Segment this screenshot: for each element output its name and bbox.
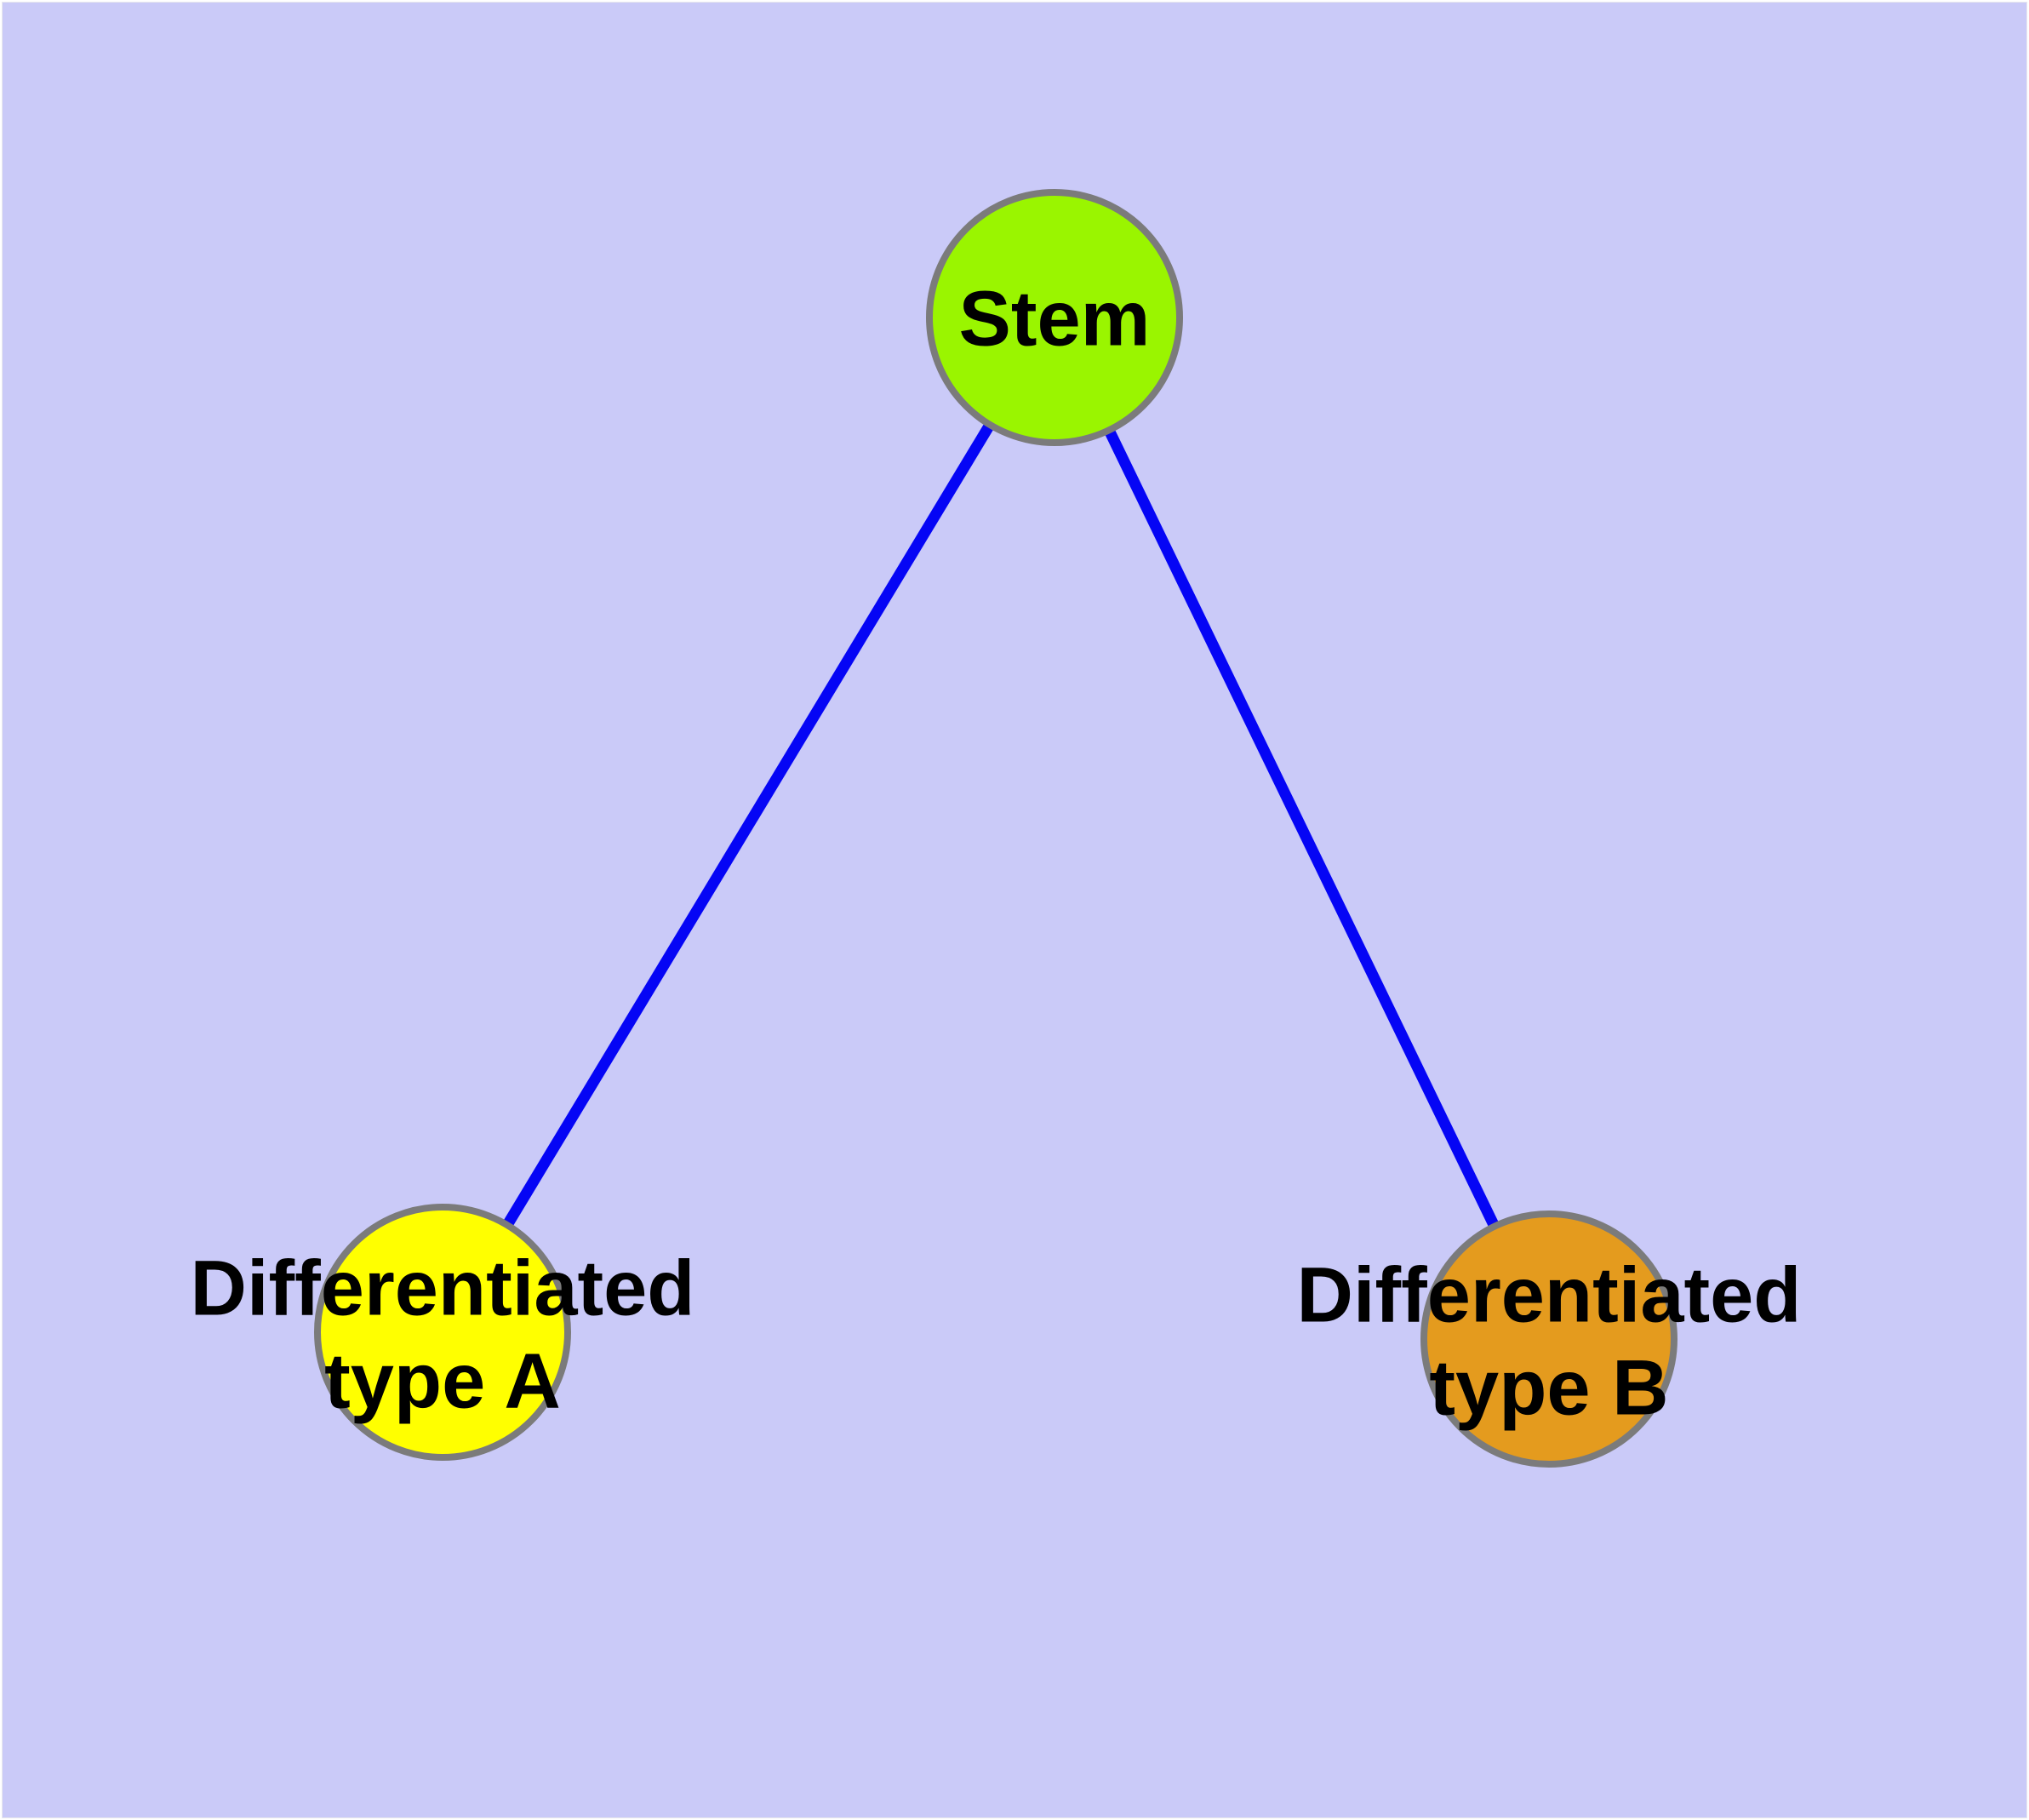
edge-stem-to-type-a: [437, 314, 1060, 1336]
node-stem-circle: [926, 189, 1183, 446]
edge-stem-to-type-b: [1049, 315, 1554, 1342]
node-differentiated-type-b-circle: [1420, 1210, 1677, 1468]
node-differentiated-type-a-circle: [314, 1204, 571, 1461]
